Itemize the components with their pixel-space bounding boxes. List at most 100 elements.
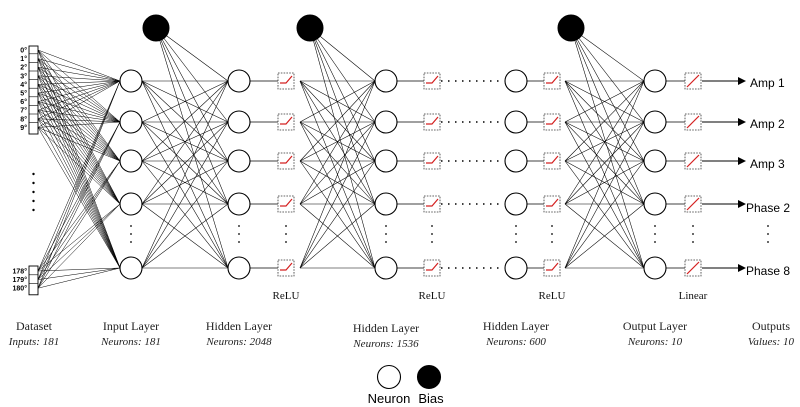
activation-function-box <box>684 72 702 90</box>
neuron-node <box>504 69 528 93</box>
edge-input-connection <box>37 58 121 123</box>
activation-ellipsis-dot <box>285 233 287 235</box>
activation-ellipsis-dot <box>285 225 287 227</box>
input-box-top <box>28 45 39 135</box>
layer-ellipsis-dot <box>654 241 656 243</box>
activation-ellipsis-dot <box>692 233 694 235</box>
activation-function-box <box>543 152 561 170</box>
edge-input-connection <box>37 110 121 269</box>
activation-function-box <box>423 195 441 213</box>
edge-dense-connection <box>141 80 229 205</box>
edge-input-connection <box>37 109 121 162</box>
activation-function-box <box>543 113 561 131</box>
input-degree-label: 0° <box>20 47 27 55</box>
output-label-phase-2: Phase 2 <box>746 201 790 215</box>
relu-curve <box>426 262 439 271</box>
edge-dense-connection <box>564 80 645 269</box>
edge-input-connection <box>37 267 121 280</box>
activation-function-box <box>277 152 295 170</box>
dataset-input-column: 0°1°2°3°4°5°6°7°8°9°178°179°180° <box>13 45 39 296</box>
neuron-node <box>643 192 667 216</box>
activation-box-frame <box>423 259 441 277</box>
input-ellipsis-dot <box>32 208 35 212</box>
edge-dense-connection <box>299 80 376 123</box>
input-degree-label: 2° <box>20 64 27 72</box>
hidden-layer-2-title: Hidden Layer <box>353 321 419 335</box>
relu-curve <box>426 155 439 164</box>
activation-ellipsis-dot <box>692 225 694 227</box>
output-ellipsis-dot <box>767 241 769 243</box>
edge-dense-connection <box>299 160 376 205</box>
edge-dense-connection <box>141 121 229 269</box>
edge-input-connection <box>37 127 121 205</box>
activation-box-frame <box>423 72 441 90</box>
edge-input-connection <box>37 121 121 128</box>
hidden-layer-2-subtitle: Neurons: 1536 <box>352 338 419 350</box>
activation-box-frame <box>543 195 561 213</box>
edge-dense-connection <box>141 80 229 269</box>
edge-dense-connection <box>564 203 645 269</box>
edge-dense-connection <box>299 80 376 205</box>
activation-function-box <box>423 113 441 131</box>
activation-ellipsis-dot <box>551 241 553 243</box>
activation-function-box <box>543 259 561 277</box>
edge-dense-connection <box>141 80 229 162</box>
activation-box-frame <box>423 195 441 213</box>
layer-ellipsis-dot <box>385 225 387 227</box>
output-arrow-head <box>738 157 746 165</box>
hidden-layer-3-subtitle: Neurons: 600 <box>485 336 546 348</box>
edge-input-connection <box>37 67 121 162</box>
activation-function-box <box>543 195 561 213</box>
edge-bias-connection <box>155 27 229 269</box>
relu-curve <box>546 198 559 207</box>
edge-dense-connection <box>141 121 229 162</box>
layer-ellipsis-dot <box>385 233 387 235</box>
input-degree-label: 1° <box>20 55 27 63</box>
neuron-node <box>227 149 251 173</box>
edge-input-connection <box>37 80 121 280</box>
linear-curve <box>686 74 700 88</box>
dataset-subtitle: Inputs: 181 <box>8 336 59 348</box>
activation-function-box <box>684 195 702 213</box>
edge-input-connection <box>37 80 121 120</box>
relu-curve <box>280 262 293 271</box>
layer-ellipsis-dot <box>515 225 517 227</box>
neuron-node <box>119 192 143 216</box>
layer-ellipsis-dot <box>238 241 240 243</box>
neuron-node <box>504 110 528 134</box>
edge-input-connection <box>37 160 121 289</box>
edge-input-connection <box>37 121 121 280</box>
activation-function-box <box>277 72 295 90</box>
edge-input-connection <box>37 80 121 85</box>
input-degree-label: 4° <box>20 81 27 89</box>
edge-dense-connection <box>564 121 645 205</box>
activation-box-frame <box>277 113 295 131</box>
layer-ellipsis-dot <box>515 233 517 235</box>
layer-ellipsis-dot <box>130 241 132 243</box>
edge-bias-connection <box>309 27 376 269</box>
edge-input-connection <box>37 127 121 269</box>
edge-input-connection <box>37 49 121 123</box>
activation-box-frame <box>277 259 295 277</box>
edge-input-connection <box>37 267 121 289</box>
edge-input-connection <box>37 92 121 123</box>
relu-curve <box>280 116 293 125</box>
relu-curve <box>280 75 293 84</box>
edge-input-connection <box>37 49 121 82</box>
input-degree-label: 8° <box>20 115 27 123</box>
input-box-bottom <box>28 265 39 296</box>
activation-box-frame <box>543 113 561 131</box>
neuron-node <box>227 69 251 93</box>
outputs-title: Outputs <box>752 319 790 333</box>
edge-input-connection <box>37 75 121 269</box>
activation-function-box <box>277 195 295 213</box>
layer-ellipsis-dot <box>238 225 240 227</box>
edge-bias-connection <box>155 27 229 123</box>
edge-dense-connection <box>299 160 376 269</box>
activation-ellipsis-dot <box>431 233 433 235</box>
edge-input-connection <box>37 80 121 289</box>
edge-dense-connection <box>299 121 376 269</box>
activation-function-box <box>277 113 295 131</box>
relu-curve <box>546 155 559 164</box>
